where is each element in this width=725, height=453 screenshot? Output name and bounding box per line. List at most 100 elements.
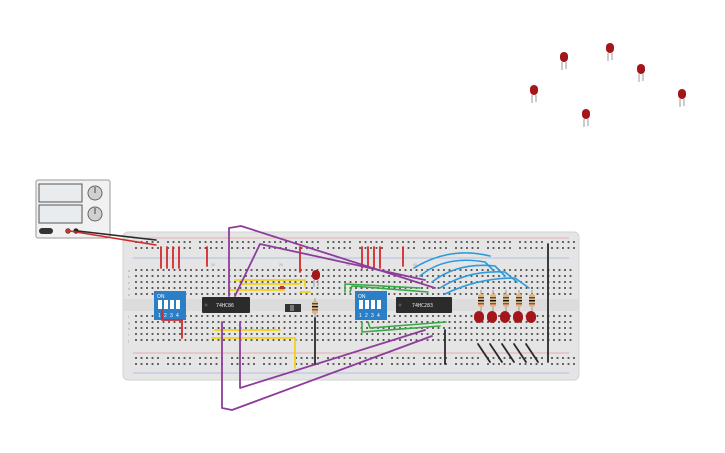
dip-toggle[interactable]: [170, 300, 174, 309]
breadboard-hole[interactable]: [135, 281, 137, 283]
breadboard-hole[interactable]: [558, 339, 561, 341]
breadboard-hole[interactable]: [477, 357, 479, 359]
breadboard-hole[interactable]: [375, 241, 378, 243]
breadboard-hole[interactable]: [514, 333, 517, 335]
breadboard-hole[interactable]: [272, 287, 275, 289]
breadboard-hole[interactable]: [261, 275, 264, 277]
breadboard-hole[interactable]: [327, 287, 330, 289]
breadboard-hole[interactable]: [423, 241, 425, 243]
breadboard-hole[interactable]: [268, 247, 271, 249]
breadboard-hole[interactable]: [151, 339, 154, 341]
breadboard-hole[interactable]: [553, 269, 555, 271]
breadboard-hole[interactable]: [377, 275, 379, 277]
breadboard-hole[interactable]: [289, 281, 291, 283]
breadboard-hole[interactable]: [466, 363, 468, 365]
breadboard-hole[interactable]: [306, 241, 308, 243]
breadboard-hole[interactable]: [268, 357, 271, 359]
breadboard-hole[interactable]: [305, 287, 308, 289]
breadboard-hole[interactable]: [184, 275, 187, 277]
breadboard-hole[interactable]: [206, 339, 209, 341]
wire-black[interactable]: [77, 230, 157, 241]
breadboard-hole[interactable]: [206, 269, 209, 271]
breadboard-hole[interactable]: [305, 321, 308, 323]
breadboard-hole[interactable]: [558, 327, 561, 329]
breadboard-hole[interactable]: [234, 333, 236, 335]
breadboard-hole[interactable]: [399, 315, 401, 317]
breadboard-hole[interactable]: [393, 333, 396, 335]
breadboard-hole[interactable]: [206, 315, 209, 317]
breadboard-hole[interactable]: [381, 357, 383, 359]
breadboard-hole[interactable]: [151, 275, 154, 277]
breadboard-hole[interactable]: [261, 339, 264, 341]
breadboard-hole[interactable]: [562, 357, 564, 359]
breadboard-hole[interactable]: [245, 327, 247, 329]
breadboard-hole[interactable]: [443, 315, 445, 317]
breadboard-hole[interactable]: [477, 247, 479, 249]
breadboard-hole[interactable]: [375, 247, 378, 249]
breadboard-hole[interactable]: [195, 321, 198, 323]
breadboard-hole[interactable]: [140, 339, 143, 341]
breadboard-hole[interactable]: [204, 357, 207, 359]
breadboard-hole[interactable]: [558, 321, 561, 323]
breadboard-hole[interactable]: [344, 333, 346, 335]
breadboard-hole[interactable]: [366, 333, 368, 335]
breadboard-hole[interactable]: [157, 333, 159, 335]
breadboard-hole[interactable]: [172, 241, 175, 243]
breadboard-hole[interactable]: [519, 357, 521, 359]
breadboard-hole[interactable]: [520, 327, 522, 329]
breadboard-hole[interactable]: [370, 241, 372, 243]
breadboard-hole[interactable]: [135, 333, 137, 335]
breadboard-hole[interactable]: [267, 333, 269, 335]
breadboard-hole[interactable]: [391, 241, 393, 243]
breadboard-hole[interactable]: [360, 339, 363, 341]
breadboard-hole[interactable]: [393, 327, 396, 329]
breadboard-hole[interactable]: [498, 333, 500, 335]
breadboard-hole[interactable]: [327, 333, 330, 335]
breadboard-hole[interactable]: [509, 269, 511, 271]
led-component[interactable]: [487, 311, 497, 323]
breadboard-hole[interactable]: [283, 333, 286, 335]
breadboard-hole[interactable]: [413, 241, 415, 243]
breadboard-hole[interactable]: [556, 241, 559, 243]
breadboard-hole[interactable]: [407, 363, 410, 365]
breadboard-hole[interactable]: [168, 287, 170, 289]
output-leds[interactable]: [474, 311, 536, 323]
breadboard-hole[interactable]: [445, 241, 447, 243]
breadboard-hole[interactable]: [503, 293, 506, 295]
breadboard-hole[interactable]: [466, 241, 468, 243]
breadboard-hole[interactable]: [443, 275, 445, 277]
breadboard-hole[interactable]: [338, 281, 341, 283]
breadboard-hole[interactable]: [503, 333, 506, 335]
breadboard-hole[interactable]: [167, 363, 169, 365]
breadboard-hole[interactable]: [135, 293, 137, 295]
wire-black[interactable]: [501, 343, 515, 363]
breadboard-hole[interactable]: [443, 287, 445, 289]
breadboard-hole[interactable]: [404, 315, 407, 317]
breadboard-hole[interactable]: [311, 321, 313, 323]
breadboard-hole[interactable]: [239, 269, 242, 271]
breadboard-hole[interactable]: [428, 247, 431, 249]
wire-black[interactable]: [489, 343, 503, 363]
breadboard-hole[interactable]: [311, 287, 313, 289]
breadboard-hole[interactable]: [311, 363, 314, 365]
breadboard-hole[interactable]: [470, 269, 473, 271]
breadboard-hole[interactable]: [509, 357, 511, 359]
breadboard-hole[interactable]: [250, 327, 253, 329]
breadboard-hole[interactable]: [184, 327, 187, 329]
breadboard-hole[interactable]: [285, 363, 287, 365]
breadboard-hole[interactable]: [283, 269, 286, 271]
breadboard-hole[interactable]: [333, 339, 335, 341]
breadboard-hole[interactable]: [247, 363, 250, 365]
breadboard-hole[interactable]: [355, 327, 357, 329]
breadboard-hole[interactable]: [178, 241, 180, 243]
breadboard-hole[interactable]: [344, 321, 346, 323]
breadboard-hole[interactable]: [261, 315, 264, 317]
breadboard-hole[interactable]: [465, 287, 467, 289]
breadboard-hole[interactable]: [359, 247, 361, 249]
breadboard-hole[interactable]: [135, 363, 137, 365]
breadboard-hole[interactable]: [278, 287, 280, 289]
breadboard-hole[interactable]: [371, 275, 374, 277]
breadboard-hole[interactable]: [239, 293, 242, 295]
breadboard-hole[interactable]: [492, 357, 495, 359]
breadboard-hole[interactable]: [333, 315, 335, 317]
